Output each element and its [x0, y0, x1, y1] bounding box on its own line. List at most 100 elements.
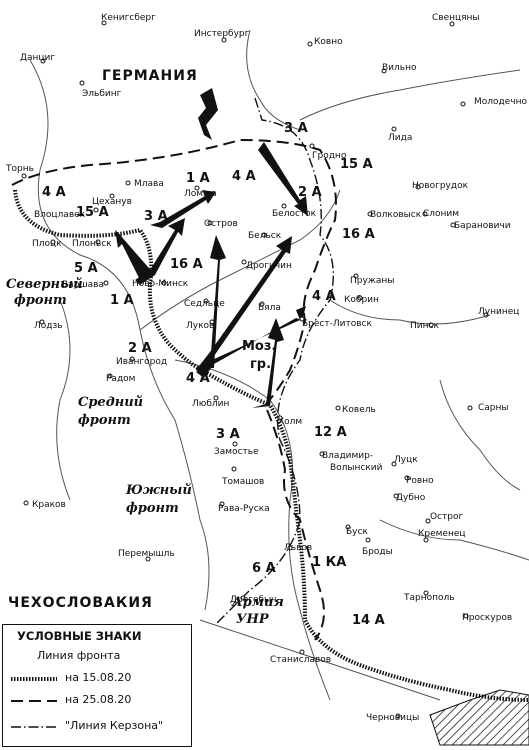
city-kovno: Ковно [314, 37, 343, 47]
city-vladimir-line2: Волынский [330, 463, 383, 473]
army-1a-north: 1 А [186, 171, 210, 186]
curzon-line [214, 97, 335, 626]
front-southern-line2: фронт [126, 501, 179, 516]
legend-row-0825: на 25.08.20 [9, 693, 189, 709]
city-vlotslavek: Влоцлавек [34, 210, 86, 220]
army-15a-east: 15 А [340, 157, 373, 172]
city-ivangorod: Ивангород [116, 357, 167, 367]
legend-title: УСЛОВНЫЕ ЗНАКИ [17, 629, 142, 643]
city-kobrin: Кобрин [344, 295, 379, 305]
city-lida: Лида [388, 133, 412, 143]
city-drogichin: Дрогичин [246, 261, 292, 271]
city-dantsig: Данциг [20, 53, 55, 63]
city-byala: Бяла [258, 303, 281, 313]
front-northern-line2: фронт [14, 293, 67, 308]
city-tomashov: Томашов [221, 477, 264, 487]
army-3a-west: 3 А [144, 209, 168, 224]
city-luninets: Лунинец [478, 307, 519, 317]
legend-row-0815: на 15.08.20 [9, 671, 189, 687]
front-southern-line1: Южный [125, 483, 192, 498]
army-1ka: 1 КА [312, 555, 346, 570]
city-belsk: Бельск [248, 231, 282, 241]
army-6a: 6 А [252, 561, 276, 576]
city-pinsk: Пинск [410, 321, 439, 331]
city-elbing: Эльбинг [82, 89, 122, 99]
army-4a-right: 4 А [312, 289, 336, 304]
city-dubno: Дубно [396, 493, 426, 503]
city-vladimir-line1: Владимир- [322, 451, 373, 461]
city-volkovysk: Волковыск [370, 210, 422, 220]
city-lyublin: Люблин [192, 399, 229, 409]
army-16a-center: 16 А [170, 257, 203, 272]
city-insterburg: Инстербург [194, 29, 250, 39]
city-novo-minsk: Ново-Минск [132, 279, 189, 289]
city-kenigsberg: Кенигсберг [101, 13, 156, 23]
city-sedltse: Седльце [184, 299, 225, 309]
city-brody: Броды [362, 547, 393, 557]
unr-army-line2: УНР [236, 612, 270, 627]
city-lomzha: Ломжа [184, 189, 217, 199]
hatched-territory [429, 689, 529, 746]
city-vilno: Вильно [382, 63, 417, 73]
army-4a-west: 4 А [42, 185, 66, 200]
city-zamostie: Замостье [214, 447, 259, 457]
legend-label-0825: на 25.08.20 [65, 693, 132, 706]
city-pruzhany: Пружаны [350, 276, 394, 286]
legend-row-curzon: "Линия Керзона" [9, 719, 189, 735]
front-middle-line2: фронт [78, 413, 131, 428]
city-drogobych: Дрогобыч [230, 595, 276, 605]
country-germany: ГЕРМАНИЯ [102, 68, 198, 84]
city-brest: Брест-Литовск [302, 319, 372, 329]
legend-subtitle: Линия фронта [37, 649, 121, 662]
city-kholm: Холм [278, 417, 302, 427]
country-czechoslovakia: ЧЕХОСЛОВАКИЯ [8, 595, 153, 611]
front-middle-line1: Средний [78, 395, 143, 410]
city-lodz: Лодзь [34, 321, 63, 331]
city-mlava: Млава [134, 179, 164, 189]
city-varshava: Варшава [62, 280, 104, 290]
city-plonsk: Плоньск [72, 239, 112, 249]
legend-symbol-0815 [11, 677, 57, 681]
city-krakov: Краков [32, 500, 66, 510]
city-ostrog: Острог [430, 512, 463, 522]
city-peremyshl: Перемышль [118, 549, 175, 559]
city-stanislavov: Станиславов [270, 655, 331, 665]
army-15a-west: 15 А [76, 205, 109, 220]
city-ostrov: Остров [204, 219, 238, 229]
army-2a-north: 2 А [298, 185, 322, 200]
front-northern-line1: Северный [6, 277, 83, 292]
army-2a-south: 2 А [128, 341, 152, 356]
city-dots [21, 20, 489, 719]
legend-symbol-curzon [11, 726, 57, 728]
legend-label-curzon: "Линия Керзона" [65, 719, 164, 732]
army-12a: 12 А [314, 425, 347, 440]
city-tsekhanuv: Цеханув [92, 197, 132, 207]
front-line-0825 [11, 138, 337, 641]
city-torn: Торнь [5, 164, 34, 174]
city-molodechno: Молодечно [474, 97, 527, 107]
moz-group-line1: Моз. [242, 339, 276, 354]
army-4a-center: 4 А [186, 371, 210, 386]
army-3a-north: 3 А [284, 121, 308, 136]
army-3a-south: 3 А [216, 427, 240, 442]
legend-symbol-0825 [11, 700, 57, 702]
city-belostok: Белосток [272, 209, 317, 219]
city-kovel: Ковель [342, 405, 376, 415]
city-proskurov: Проскуров [462, 613, 512, 623]
city-chernovitsy: Черновицы [366, 713, 419, 723]
army-1a-center: 1 А [110, 293, 134, 308]
city-plotsk: Плоцк [32, 239, 62, 249]
city-rava-ruska: Рава-Руска [218, 504, 270, 514]
city-kremenets: Кременец [418, 529, 466, 539]
army-4a-north: 4 А [232, 169, 256, 184]
city-grodno: Гродно [312, 151, 347, 161]
city-rovno: Ровно [406, 476, 434, 486]
city-busk: Буск [346, 527, 368, 537]
city-novogrudok: Новогрудок [412, 181, 469, 191]
city-lukov: Луков [186, 321, 214, 331]
city-radom: Радом [106, 374, 135, 384]
city-sarny: Сарны [478, 403, 509, 413]
city-baranovichi: Барановичи [454, 221, 511, 231]
army-14a: 14 А [352, 613, 385, 628]
army-5a: 5 А [74, 261, 98, 276]
